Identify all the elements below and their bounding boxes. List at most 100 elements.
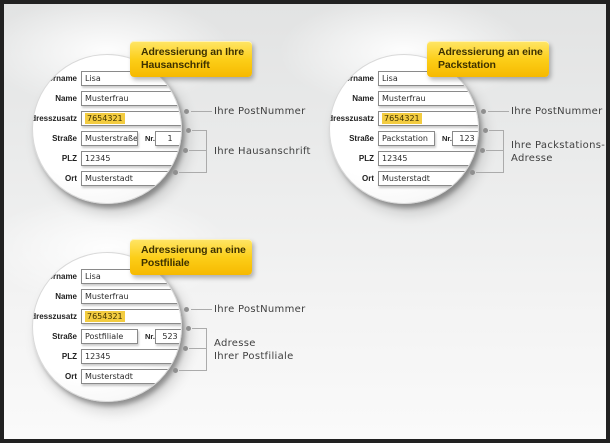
vorname-value: Lisa	[382, 74, 398, 83]
connector-dot	[184, 307, 189, 312]
connector-dot	[483, 128, 488, 133]
callout-address: Ihre Hausanschrift	[214, 130, 311, 173]
name-value: Musterfrau	[85, 292, 129, 301]
plz-input[interactable]: 12345	[81, 151, 181, 166]
name-label: Name	[55, 94, 77, 103]
panel-title-banner: Adressierung an eine Postfiliale	[130, 239, 252, 275]
postnummer-highlight: 7654321	[85, 113, 125, 124]
banner-line2: Packstation	[438, 59, 496, 71]
callout-postnummer: Ihre PostNummer	[511, 106, 603, 117]
plz-value: 12345	[85, 154, 111, 163]
name-input[interactable]: Musterfrau	[378, 91, 478, 106]
banner-line1: Adressierung an eine	[438, 46, 543, 58]
connector-dot	[173, 170, 178, 175]
strasse-label: Straße	[349, 134, 374, 143]
vorname-value: Lisa	[85, 272, 101, 281]
ort-input[interactable]: Musterstadt	[81, 369, 181, 384]
plz-value: 12345	[85, 352, 111, 361]
name-value: Musterfrau	[382, 94, 426, 103]
panel-title-banner: Adressierung an Ihre Hausanschrift	[130, 41, 252, 77]
name-input[interactable]: Musterfrau	[81, 289, 181, 304]
connector-line	[488, 111, 509, 112]
ort-input[interactable]: Musterstadt	[81, 171, 181, 186]
connector-dot	[480, 148, 485, 153]
connector-dot	[481, 109, 486, 114]
strasse-input[interactable]: Postfiliale	[81, 329, 138, 344]
vorname-label: Vorname	[340, 74, 374, 83]
callout-address: Adresse Ihrer Postfiliale	[214, 328, 294, 371]
connector-dot	[184, 109, 189, 114]
connector-line	[179, 370, 206, 371]
connector-dot	[173, 368, 178, 373]
ort-label: Ort	[65, 372, 77, 381]
connector-bracket	[206, 328, 207, 371]
connector-line	[486, 150, 503, 151]
callout-postnummer: Ihre PostNummer	[214, 304, 306, 315]
ort-label: Ort	[362, 174, 374, 183]
name-label: Name	[352, 94, 374, 103]
callout-address-line1: Ihre Hausanschrift	[214, 146, 311, 157]
connector-line	[191, 309, 212, 310]
strasse-input[interactable]: Musterstraße	[81, 131, 138, 146]
name-input[interactable]: Musterfrau	[81, 91, 181, 106]
nr-label: Nr.	[144, 332, 155, 341]
callout-postnummer: Ihre PostNummer	[214, 106, 306, 117]
adresszusatz-input[interactable]: 7654321	[81, 309, 181, 324]
connector-line	[179, 172, 206, 173]
strasse-input[interactable]: Packstation	[378, 131, 435, 146]
banner-line2: Postfiliale	[141, 257, 190, 269]
callout-address-line1: Adresse	[214, 337, 256, 349]
callout-address-line2: Adresse	[511, 152, 553, 164]
connector-line	[192, 130, 206, 131]
ort-input[interactable]: Musterstadt	[378, 171, 478, 186]
ort-value: Musterstadt	[85, 174, 133, 183]
plz-value: 12345	[382, 154, 408, 163]
connector-dot	[183, 148, 188, 153]
adresszusatz-label: Adresszusatz	[33, 312, 77, 321]
nr-input[interactable]: 523	[155, 329, 181, 344]
banner-line1: Adressierung an Ihre	[141, 46, 245, 58]
strasse-label: Straße	[52, 134, 77, 143]
nr-value: 123	[459, 134, 475, 143]
nr-value: 1	[167, 134, 173, 143]
postnummer-highlight: 7654321	[382, 113, 422, 124]
connector-line	[191, 111, 212, 112]
callout-address-line1: Ihre Packstations-	[511, 139, 606, 151]
panel-postfiliale: Vorname Lisa Name Musterfrau Adresszusat…	[4, 194, 332, 427]
connector-line	[189, 348, 206, 349]
strasse-value: Postfiliale	[85, 332, 124, 341]
vorname-label: Vorname	[43, 74, 77, 83]
nr-label: Nr.	[441, 134, 452, 143]
connector-bracket	[503, 130, 504, 173]
panel-packstation: Vorname Lisa Name Musterfrau Adresszusat…	[279, 4, 606, 229]
nr-input[interactable]: 1	[155, 131, 181, 146]
ort-value: Musterstadt	[382, 174, 430, 183]
nr-input[interactable]: 123	[452, 131, 478, 146]
plz-label: PLZ	[61, 154, 77, 163]
connector-bracket	[206, 130, 207, 173]
plz-input[interactable]: 12345	[81, 349, 181, 364]
adresszusatz-input[interactable]: 7654321	[81, 111, 181, 126]
nr-label: Nr.	[144, 134, 155, 143]
connector-dot	[183, 346, 188, 351]
strasse-value: Packstation	[382, 134, 428, 143]
adresszusatz-label: Adresszusatz	[330, 114, 374, 123]
connector-line	[489, 130, 503, 131]
adresszusatz-input[interactable]: 7654321	[378, 111, 478, 126]
panel-hausanschrift: Vorname Lisa Name Musterfrau Adresszusat…	[4, 4, 332, 229]
ort-label: Ort	[65, 174, 77, 183]
connector-dot	[186, 326, 191, 331]
connector-dot	[186, 128, 191, 133]
vorname-label: Vorname	[43, 272, 77, 281]
callout-address-line2: Ihrer Postfiliale	[214, 350, 294, 362]
plz-label: PLZ	[358, 154, 374, 163]
postnummer-highlight: 7654321	[85, 311, 125, 322]
connector-line	[476, 172, 503, 173]
ort-value: Musterstadt	[85, 372, 133, 381]
connector-line	[192, 328, 206, 329]
strasse-label: Straße	[52, 332, 77, 341]
plz-input[interactable]: 12345	[378, 151, 478, 166]
vorname-value: Lisa	[85, 74, 101, 83]
banner-line2: Hausanschrift	[141, 59, 210, 71]
